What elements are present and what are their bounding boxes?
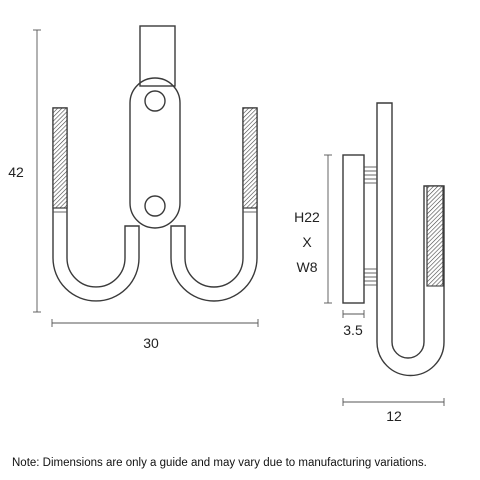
top-screw-hole: [144, 90, 166, 112]
height-label: 42: [8, 164, 24, 180]
side-width-label: 12: [386, 408, 402, 424]
left-arm-thread: [52, 107, 68, 209]
mounting-plate: [129, 77, 181, 229]
side-arm-thread: [426, 185, 444, 287]
right-hook-arm: [170, 107, 258, 302]
height-dimension-line: [33, 29, 41, 313]
width-dimension-line: [51, 319, 259, 327]
side-width-dimension-line: [342, 398, 445, 406]
left-hook-arm: [52, 107, 140, 302]
plate-depth-label: 3.5: [343, 322, 363, 338]
side-mounting-plate: [342, 154, 365, 304]
dimensions-note: Note: Dimensions are only a guide and ma…: [12, 457, 427, 469]
plate-width-label: W8: [297, 259, 318, 275]
plate-depth-dimension-line: [342, 310, 365, 318]
bottom-screw-hole: [144, 195, 166, 217]
side-hook-profile: [376, 102, 445, 377]
right-arm-thread: [242, 107, 258, 209]
front-view: 42 30: [8, 25, 259, 351]
width-label: 30: [143, 335, 159, 351]
side-screw-top: [364, 166, 377, 184]
side-screw-bottom: [364, 268, 377, 286]
hook-stem: [139, 25, 176, 87]
plate-height-dimension-line: [324, 154, 332, 304]
plate-x-label: X: [302, 234, 312, 250]
plate-height-label: H22: [294, 209, 320, 225]
side-view: H22 X W8 3.5 12: [287, 102, 445, 424]
